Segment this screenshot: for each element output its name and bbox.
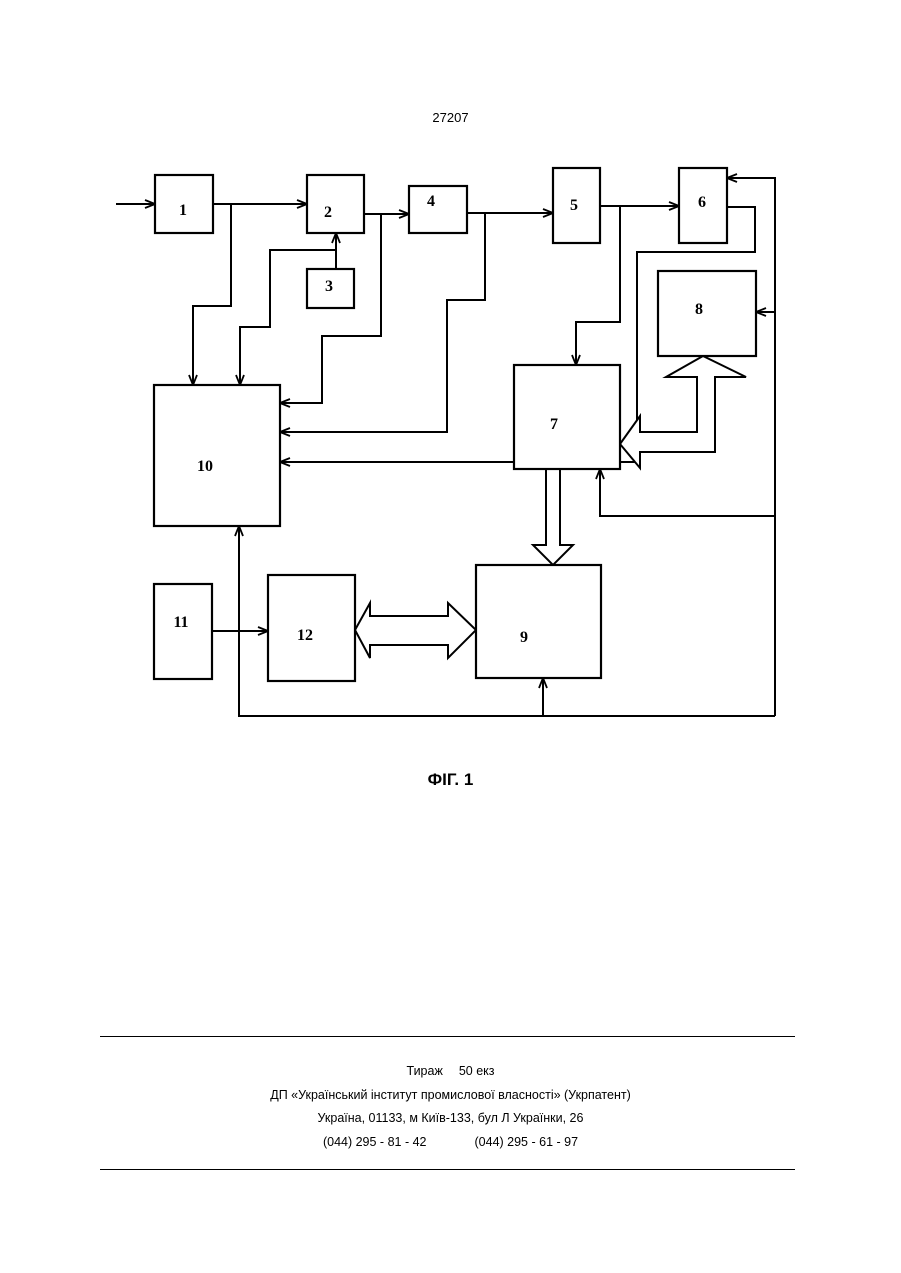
circulation-label: Тираж bbox=[406, 1064, 442, 1078]
phone-2: (044) 295 - 61 - 97 bbox=[475, 1135, 579, 1149]
block-8 bbox=[658, 271, 756, 356]
footer-bottom-rule bbox=[100, 1169, 795, 1170]
bus-arrow-7-to-9 bbox=[533, 469, 573, 565]
line-4-to-10 bbox=[280, 213, 485, 432]
blocks bbox=[154, 168, 756, 681]
block-4-label: 4 bbox=[427, 193, 435, 210]
block-2-label: 2 bbox=[324, 204, 332, 221]
block-4 bbox=[409, 186, 467, 233]
bus-arrow-12-to-9 bbox=[355, 603, 476, 658]
phones-line: (044) 295 - 81 - 42 (044) 295 - 61 - 97 bbox=[0, 1131, 901, 1155]
block-3-label: 3 bbox=[325, 278, 333, 295]
block-5-label: 5 bbox=[570, 197, 578, 214]
phone-1: (044) 295 - 81 - 42 bbox=[323, 1135, 427, 1149]
block-9 bbox=[476, 565, 601, 678]
block-10-label: 10 bbox=[197, 458, 213, 475]
publisher-line: ДП «Український інститут промислової вла… bbox=[0, 1084, 901, 1108]
block-10 bbox=[154, 385, 280, 526]
line-feedback-to-6 bbox=[727, 178, 775, 716]
footer-top-rule bbox=[100, 1036, 795, 1037]
line-feedback-to-7 bbox=[600, 469, 775, 516]
circulation-value: 50 екз bbox=[459, 1064, 495, 1078]
block-8-label: 8 bbox=[695, 301, 703, 318]
block-1-label: 1 bbox=[179, 202, 187, 219]
footer: Тираж 50 екз ДП «Український інститут про… bbox=[0, 1060, 901, 1154]
address-line: Україна, 01133, м Київ-133, бул Л Україн… bbox=[0, 1107, 901, 1131]
block-2 bbox=[307, 175, 364, 233]
bus-arrow-7-to-8 bbox=[620, 356, 746, 468]
block-7-label: 7 bbox=[550, 416, 558, 433]
block-12-label: 12 bbox=[297, 627, 313, 644]
circulation-line: Тираж 50 екз bbox=[0, 1060, 901, 1084]
block-11 bbox=[154, 584, 212, 679]
block-11-label: 11 bbox=[173, 614, 188, 631]
block-9-label: 9 bbox=[520, 629, 528, 646]
figure-caption: ФІГ. 1 bbox=[0, 770, 901, 790]
block-6-label: 6 bbox=[698, 194, 706, 211]
block-7 bbox=[514, 365, 620, 469]
